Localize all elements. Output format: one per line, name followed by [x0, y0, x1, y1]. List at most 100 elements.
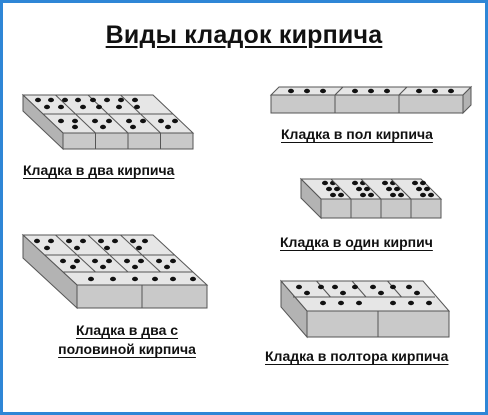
- brick-hole: [164, 264, 170, 270]
- brick-hole: [326, 186, 332, 192]
- brick-hole: [58, 104, 64, 110]
- brick-joint: [55, 234, 96, 273]
- brick-hole: [320, 88, 326, 94]
- brick-hole: [132, 276, 138, 282]
- brick-hole: [304, 88, 310, 94]
- two-bricks-masonry-illustration: [21, 93, 195, 151]
- brick-hole: [406, 284, 412, 290]
- brick-hole: [338, 192, 344, 198]
- brick-hole: [356, 186, 362, 192]
- brick-joint: [316, 280, 331, 298]
- brick-hole: [90, 97, 96, 103]
- brick-hole: [104, 245, 110, 251]
- brick-hole: [338, 300, 344, 306]
- brick-hole: [126, 118, 132, 124]
- brick-hole: [100, 124, 106, 130]
- brick-hole: [104, 97, 110, 103]
- brick-hole: [360, 192, 366, 198]
- brick-hole: [72, 124, 78, 130]
- brick-hole: [118, 97, 124, 103]
- brick-hole: [60, 258, 66, 264]
- brick-hole: [394, 186, 400, 192]
- half-brick-masonry-illustration: [269, 85, 473, 115]
- brick-hole: [368, 88, 374, 94]
- two-and-half-bricks-masonry-illustration: [21, 233, 209, 310]
- brick-hole: [368, 192, 374, 198]
- brick-hole: [424, 186, 430, 192]
- brick-hole: [158, 118, 164, 124]
- brick-hole: [34, 238, 40, 244]
- brick-joint: [120, 234, 161, 273]
- brick-hole: [352, 180, 358, 186]
- brick-hole: [92, 258, 98, 264]
- brick-hole: [340, 290, 346, 296]
- brick-hole: [384, 88, 390, 94]
- brick-side-face: [462, 85, 472, 115]
- brick-hole: [130, 238, 136, 244]
- brick-hole: [420, 192, 426, 198]
- brick-side-face: [300, 177, 322, 220]
- caption-one-and-half-brick: Кладка в полтора кирпича: [265, 348, 449, 364]
- brick-hole: [330, 192, 336, 198]
- brick-hole: [100, 264, 106, 270]
- brick-front-face: [380, 198, 412, 219]
- brick-hole: [382, 180, 388, 186]
- caption-one-brick: Кладка в один кирпич: [280, 234, 433, 250]
- brick-front-face: [334, 94, 400, 114]
- brick-hole: [426, 300, 432, 306]
- brick-hole: [75, 97, 81, 103]
- brick-hole: [142, 238, 148, 244]
- brick-hole: [35, 97, 41, 103]
- brick-hole: [378, 290, 384, 296]
- brick-hole: [356, 300, 362, 306]
- brick-joint: [87, 234, 129, 273]
- page-title: Виды кладок кирпича: [105, 21, 383, 49]
- brick-hole: [412, 180, 418, 186]
- brick-hole: [390, 284, 396, 290]
- brick-hole: [106, 118, 112, 124]
- brick-hole: [428, 192, 434, 198]
- caption-half-brick: Кладка в пол кирпича: [281, 126, 433, 142]
- brick-hole: [116, 104, 122, 110]
- brick-front-face: [410, 198, 442, 219]
- brick-hole: [170, 258, 176, 264]
- brick-hole: [190, 276, 196, 282]
- brick-hole: [370, 284, 376, 290]
- brick-hole: [432, 88, 438, 94]
- brick-hole: [48, 97, 54, 103]
- brick-hole: [80, 104, 86, 110]
- brick-hole: [80, 238, 86, 244]
- brick-hole: [136, 245, 142, 251]
- brick-front-face: [350, 198, 382, 219]
- brick-front-face: [320, 198, 352, 219]
- one-and-half-bricks-masonry-illustration: [279, 279, 451, 339]
- one-brick-masonry-illustration: [299, 177, 443, 220]
- brick-hole: [70, 264, 76, 270]
- bricklaying-illustrations: [21, 85, 473, 339]
- brick-hole: [288, 88, 294, 94]
- brick-hole: [352, 284, 358, 290]
- brick-hole: [88, 276, 94, 282]
- brick-hole: [386, 186, 392, 192]
- brick-hole: [332, 284, 338, 290]
- caption-two-half-line2: половиной кирпича: [58, 341, 196, 357]
- brick-hole: [416, 186, 422, 192]
- brick-hole: [322, 180, 328, 186]
- brick-hole: [96, 104, 102, 110]
- brick-hole: [98, 238, 104, 244]
- brick-hole: [414, 290, 420, 296]
- brick-front-face: [398, 94, 464, 114]
- brick-hole: [165, 124, 171, 130]
- brick-front-face: [270, 94, 336, 114]
- brick-hole: [74, 245, 80, 251]
- brick-hole: [92, 118, 98, 124]
- brick-hole: [390, 192, 396, 198]
- brick-hole: [416, 88, 422, 94]
- brick-joint: [351, 280, 367, 298]
- brick-hole: [156, 258, 162, 264]
- brick-hole: [72, 118, 78, 124]
- brick-hole: [408, 300, 414, 306]
- brick-hole: [74, 258, 80, 264]
- brick-hole: [66, 238, 72, 244]
